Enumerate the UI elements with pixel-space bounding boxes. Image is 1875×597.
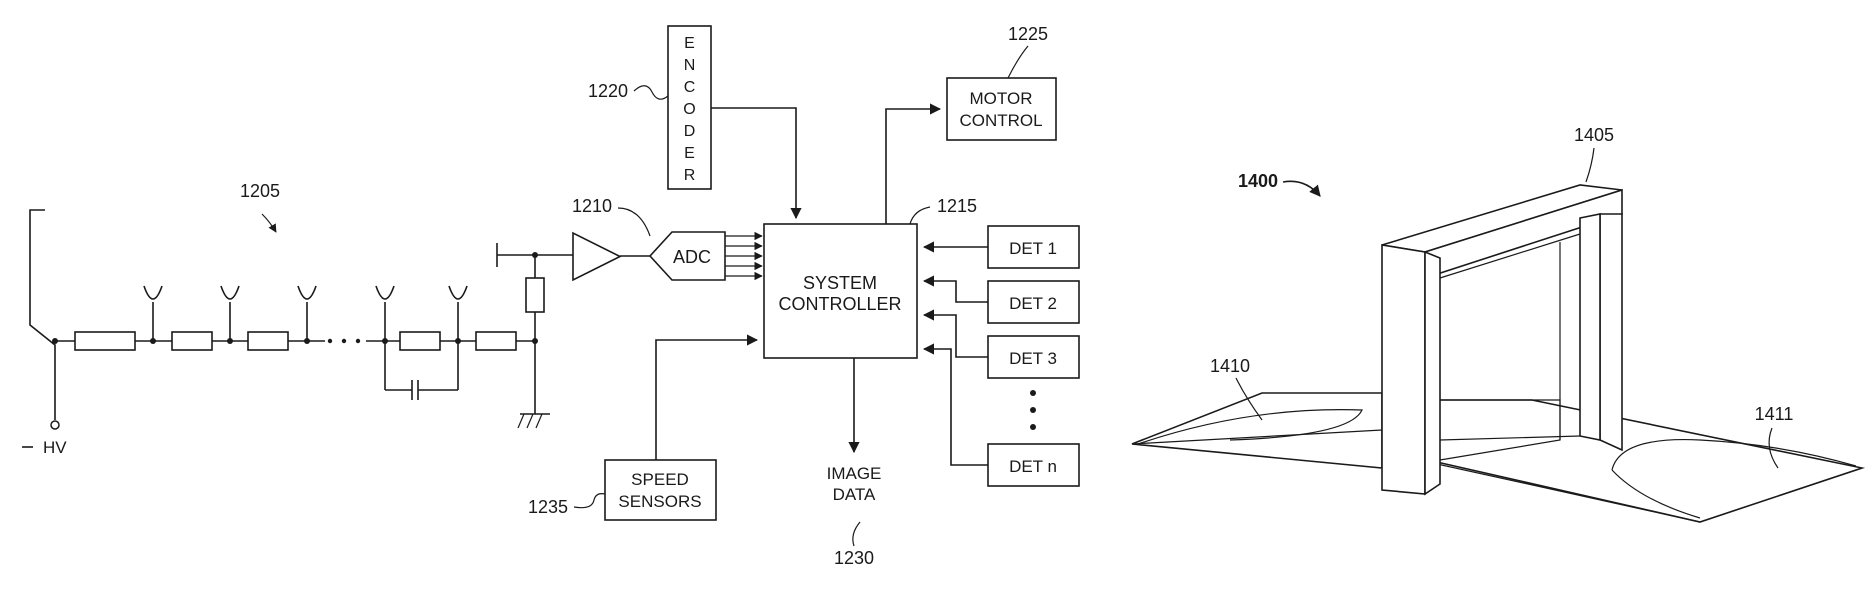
encoder-letter: O [683, 101, 695, 118]
ref-1225: 1225 [1008, 24, 1048, 44]
ref-1400: 1400 [1238, 171, 1278, 191]
ref-1205: 1205 [240, 181, 280, 201]
detector-circuit: HV [22, 210, 650, 457]
encoder-letter: N [684, 57, 696, 74]
portal-frame [1382, 185, 1622, 494]
det2-label: DET 2 [1009, 294, 1057, 313]
right-ramp [1428, 400, 1862, 522]
ref-1405: 1405 [1574, 125, 1614, 145]
ref-1220: 1220 [588, 81, 628, 101]
left-ramp [1132, 393, 1382, 468]
detector-blocks: DET 1 DET 2 DET 3 DET n [924, 226, 1079, 486]
image-data-label-line1: IMAGE [827, 464, 882, 483]
ref-1215: 1215 [937, 196, 977, 216]
speed-sensors-block: SPEED SENSORS [605, 340, 757, 520]
ref-1230: 1230 [834, 548, 874, 568]
hv-label: HV [43, 438, 67, 457]
det3-label: DET 3 [1009, 349, 1057, 368]
portal-scanner-figure: 1400 1405 1410 1411 [1132, 125, 1862, 522]
ref-1235: 1235 [528, 497, 568, 517]
supply-wire [30, 210, 55, 420]
encoder-letter: D [684, 123, 696, 140]
motor-control-label-line2: CONTROL [959, 111, 1042, 130]
adc-label: ADC [673, 247, 711, 267]
ref-1410: 1410 [1210, 356, 1250, 376]
resistor [476, 332, 516, 350]
ground-symbol [518, 414, 550, 428]
motor-control-label-line1: MOTOR [970, 89, 1033, 108]
adc-block: ADC [650, 232, 762, 280]
detn-label: DET n [1009, 457, 1057, 476]
resistor [172, 332, 212, 350]
resistor [75, 332, 135, 350]
encoder-letter: E [684, 35, 695, 52]
ref-1210: 1210 [572, 196, 612, 216]
image-data-label-line2: DATA [833, 485, 876, 504]
encoder-block: E N C O D E R [668, 26, 796, 218]
amplifier [573, 233, 620, 280]
resistor [248, 332, 288, 350]
speed-sensors-label-line1: SPEED [631, 470, 689, 489]
encoder-letter: E [684, 145, 695, 162]
resistor [400, 332, 440, 350]
encoder-letter: R [684, 167, 696, 184]
encoder-letter: C [684, 79, 696, 96]
system-controller-block: SYSTEM CONTROLLER [764, 224, 917, 358]
ref-1411: 1411 [1755, 404, 1794, 424]
speed-sensors-label-line2: SENSORS [618, 492, 701, 511]
system-controller-label-line2: CONTROLLER [778, 294, 901, 314]
det1-label: DET 1 [1009, 239, 1057, 258]
load-resistor [526, 278, 544, 312]
image-data-output: IMAGE DATA [827, 358, 882, 504]
hv-terminal [51, 421, 59, 429]
system-controller-label-line1: SYSTEM [803, 273, 877, 293]
